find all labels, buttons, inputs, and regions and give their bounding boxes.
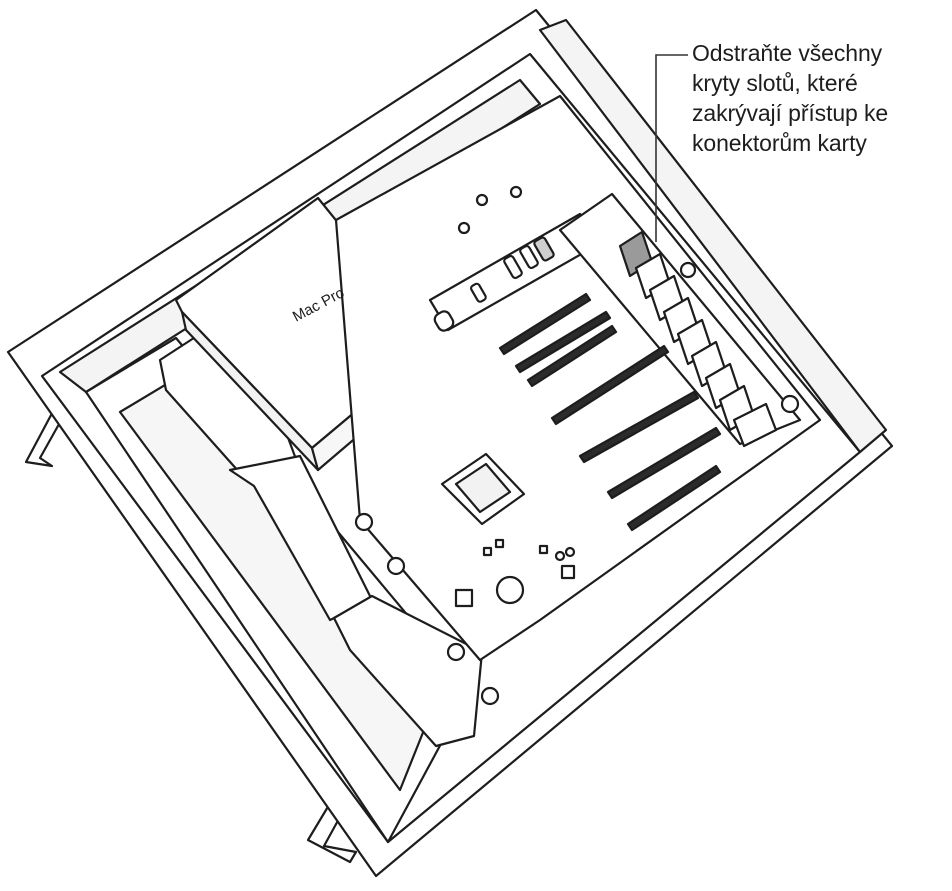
standoffs [457, 185, 523, 235]
callout-line-3: zakrývají přístup ke [692, 100, 889, 126]
battery [495, 575, 525, 605]
callout-text: Odstraňte všechny kryty slotů, které zak… [692, 38, 950, 158]
callout-leader-line [655, 54, 688, 242]
callout-line-2: kryty slotů, které [692, 70, 858, 96]
pcie-slot-covers [618, 230, 778, 448]
board-components [454, 538, 576, 608]
pcie-slots [498, 292, 722, 532]
callout-line-1: Odstraňte všechny [692, 40, 883, 66]
thunderbolt-port-1 [503, 254, 523, 280]
screws [354, 261, 800, 706]
usb-port [470, 282, 487, 303]
right-rail [538, 18, 888, 454]
callout-line-4: konektorům karty [692, 130, 867, 156]
thunderbolt-port-2 [519, 244, 539, 270]
ethernet-port [533, 236, 555, 262]
power-button [433, 310, 455, 332]
fan-module-bottom [332, 594, 484, 748]
